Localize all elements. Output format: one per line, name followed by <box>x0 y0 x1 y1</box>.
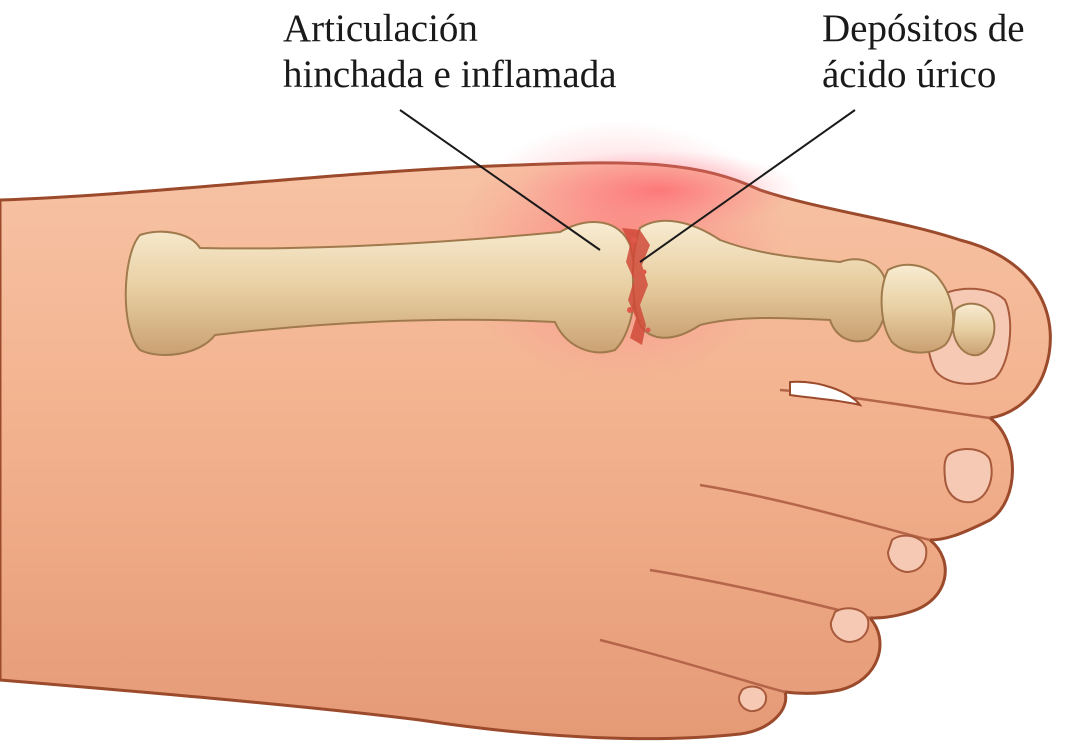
joint-label-line2: hinchada e inflamada <box>283 52 617 98</box>
uric-acid-label-line2: ácido úrico <box>822 52 1025 98</box>
inflammation-glow-top <box>520 150 800 230</box>
toe-tip-bone <box>953 304 994 356</box>
third-toe-nail <box>888 536 926 572</box>
uric-acid-label-line1: Depósitos de <box>822 6 1025 52</box>
joint-label-line1: Articulación <box>283 6 617 52</box>
uric-acid-label: Depósitos de ácido úrico <box>822 6 1025 98</box>
fifth-toe-nail <box>739 687 766 711</box>
joint-label: Articulación hinchada e inflamada <box>283 6 617 98</box>
second-toe-nail <box>944 449 991 502</box>
fourth-toe-nail <box>831 608 868 642</box>
